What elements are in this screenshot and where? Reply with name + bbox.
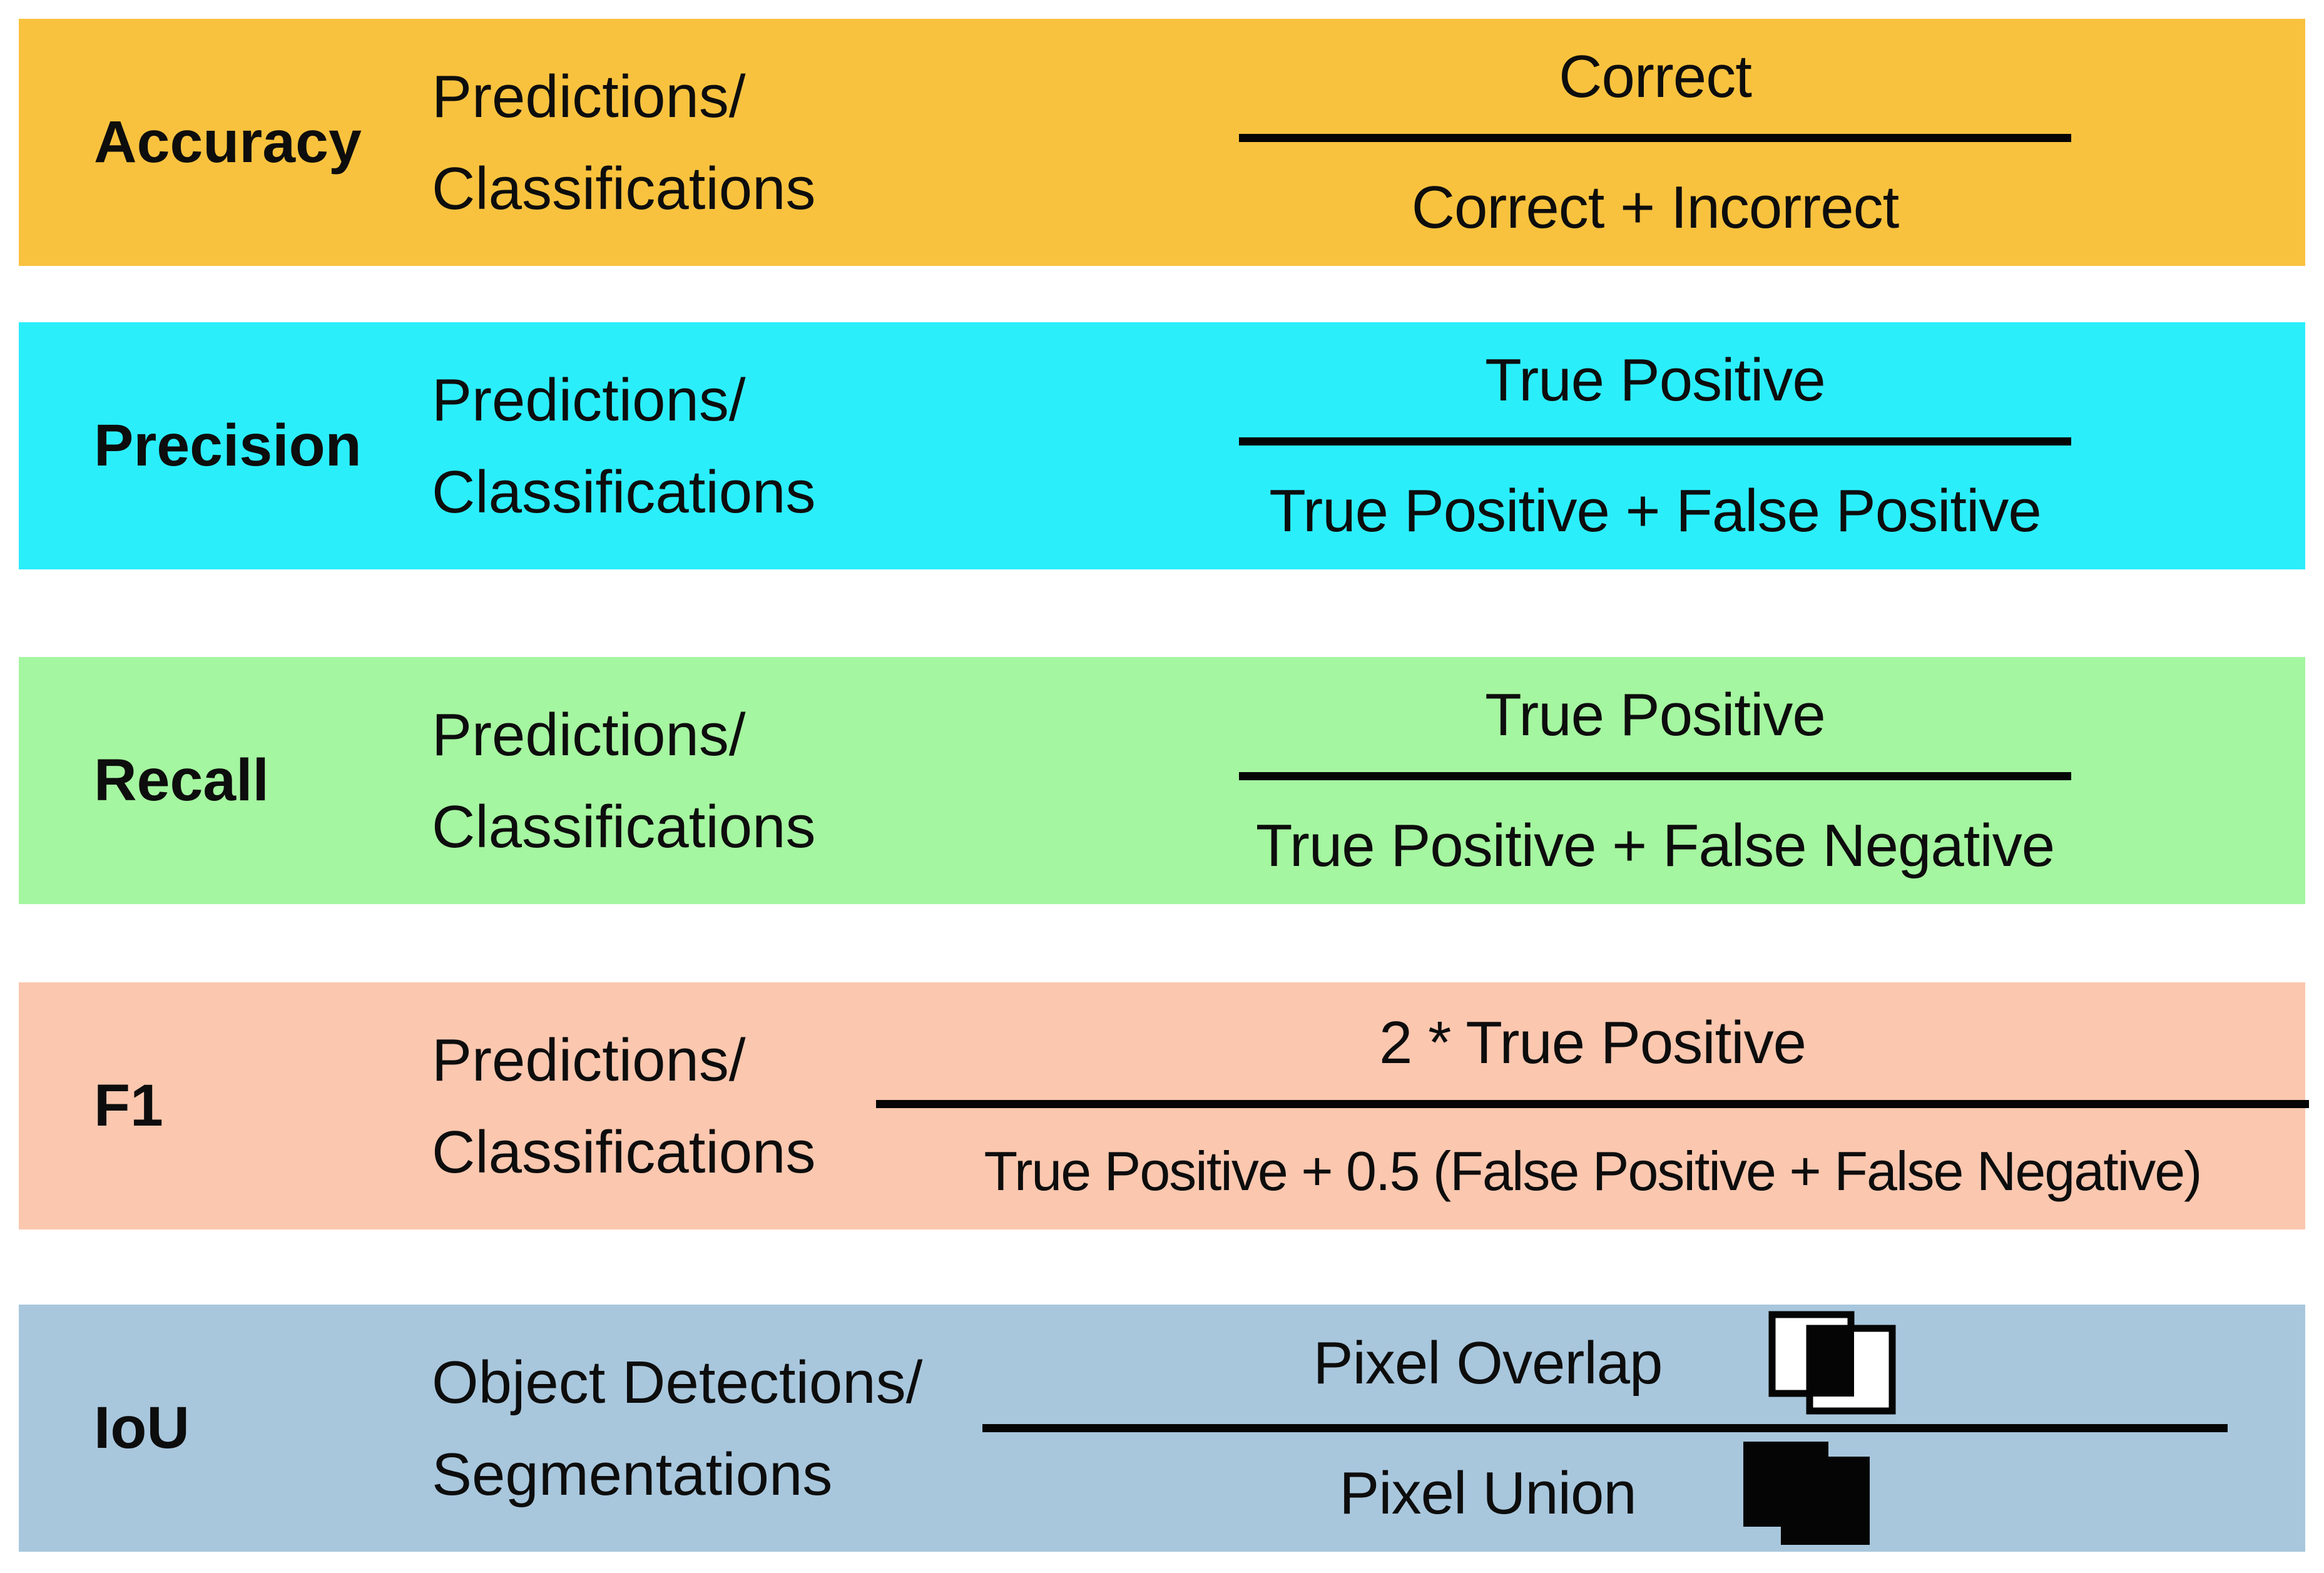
category-label: Predictions/ Classifications <box>432 689 895 873</box>
numerator-label: Pixel Overlap <box>1313 1329 1663 1397</box>
fraction-line <box>982 1424 2228 1432</box>
fraction-numerator: 2 * True Positive <box>1379 1009 1807 1076</box>
denominator-label: Pixel Union <box>1339 1459 1637 1527</box>
metric-row-accuracy: Accuracy Predictions/ Classifications Co… <box>19 19 2305 266</box>
formula: 2 * True Positive True Positive + 0.5 (F… <box>876 982 2309 1229</box>
category-label: Predictions/ Classifications <box>432 354 895 538</box>
formula: Correct Correct + Incorrect <box>895 19 2305 266</box>
union-icon <box>1743 1441 1871 1545</box>
fraction: True Positive True Positive + False Posi… <box>1239 346 2071 546</box>
fraction-denominator: True Positive + False Positive <box>1269 477 2042 544</box>
fraction-line <box>1239 772 2071 780</box>
fraction-denominator: True Positive + 0.5 (False Positive + Fa… <box>984 1140 2203 1202</box>
category-label: Object Detections/ Segmentations <box>432 1336 923 1520</box>
category-label: Predictions/ Classifications <box>432 1014 895 1198</box>
category-line-2: Classifications <box>432 1118 816 1186</box>
fraction-line <box>1239 437 2071 445</box>
category-line-1: Predictions/ <box>432 1026 746 1094</box>
fraction-numerator: True Positive <box>1485 681 1826 748</box>
category-label: Predictions/ Classifications <box>432 51 895 235</box>
fraction-denominator: True Positive + False Negative <box>1255 812 2055 879</box>
fraction-numerator: Pixel Overlap <box>1313 1311 1897 1415</box>
category-line-2: Classifications <box>432 458 816 526</box>
metric-row-iou: IoU Object Detections/ Segmentations Pix… <box>19 1305 2305 1552</box>
category-line-1: Predictions/ <box>432 701 746 768</box>
metric-name: Precision <box>94 412 362 479</box>
category-line-1: Predictions/ <box>432 366 746 434</box>
category-line-1: Predictions/ <box>432 63 746 130</box>
metric-name: Recall <box>94 747 269 813</box>
fraction: Pixel Overlap Pixel Union <box>982 1311 2228 1545</box>
fraction-numerator: True Positive <box>1485 347 1826 414</box>
metric-row-recall: Recall Predictions/ Classifications True… <box>19 657 2305 904</box>
metric-name: Accuracy <box>94 109 362 175</box>
fraction-denominator: Pixel Union <box>1339 1441 1871 1545</box>
category-line-2: Classifications <box>432 793 816 860</box>
metric-name: IoU <box>94 1395 190 1461</box>
fraction-line <box>1239 134 2071 142</box>
metric-name: F1 <box>94 1072 163 1139</box>
fraction: Correct Correct + Incorrect <box>1239 43 2071 242</box>
fraction-numerator: Correct <box>1559 43 1752 110</box>
metric-row-f1: F1 Predictions/ Classifications 2 * True… <box>19 982 2309 1229</box>
category-line-1: Object Detections/ <box>432 1348 923 1416</box>
fraction-denominator: Correct + Incorrect <box>1411 174 1900 241</box>
category-line-2: Classifications <box>432 155 816 222</box>
category-line-2: Segmentations <box>432 1440 833 1508</box>
fraction: 2 * True Positive True Positive + 0.5 (F… <box>876 1009 2309 1203</box>
fraction: True Positive True Positive + False Nega… <box>1239 681 2071 880</box>
metric-row-precision: Precision Predictions/ Classifications T… <box>19 322 2305 569</box>
fraction-line <box>876 1100 2309 1108</box>
formula: Pixel Overlap Pixel Union <box>895 1305 2305 1552</box>
overlap-icon <box>1768 1311 1897 1415</box>
formula: True Positive True Positive + False Nega… <box>895 657 2305 904</box>
formula: True Positive True Positive + False Posi… <box>895 322 2305 569</box>
